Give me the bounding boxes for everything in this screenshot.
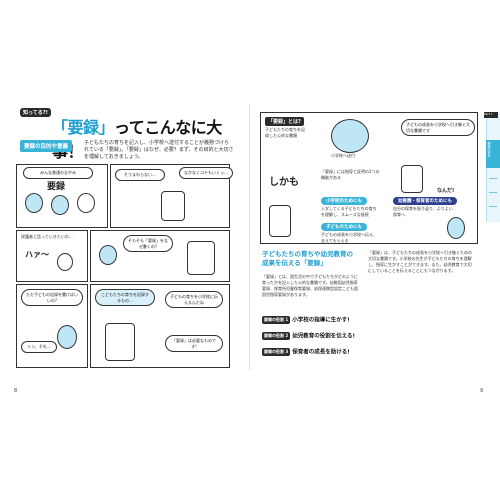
body-text-1: 「要録」とは、園生活の中で子どもたちがどのように育ったかを記入した公的な書類です… [262, 274, 358, 297]
comic-panel-1: みんな普通のなやみ 要録 [16, 164, 108, 228]
comic-panel-3: 保護者と話っていきたいの… ハァ〜 [16, 230, 88, 282]
character-figure [269, 205, 291, 237]
character-figure [401, 165, 423, 193]
eyebrow-tag: 知ってる?! [20, 108, 51, 117]
shikamo-text: しかも [269, 177, 299, 188]
speech-bubble: そうまわらない… [115, 169, 165, 181]
caption-text: 保護者と話っていきたいの… [21, 234, 73, 239]
page-number-right: 9 [480, 388, 484, 394]
tab-divider [489, 178, 497, 179]
tab-part-text: Part 1 [484, 112, 493, 116]
character-figure [331, 119, 369, 153]
tab-selected[interactable]: 要録の基本 [486, 140, 500, 168]
role-tag: 要録の役割 2 [262, 332, 291, 340]
tab-selected-text: 要録の基本 [487, 142, 491, 157]
panel-word: 要録 [47, 182, 66, 192]
character-figure [25, 193, 43, 213]
purpose-pill: 小学校のためにも [321, 197, 367, 205]
left-page: 知ってる?! 「要録」ってこんなに大事！ 要録の目的や意義 子どもたちの育ちを記… [12, 104, 234, 370]
tab-divider [489, 206, 497, 207]
character-figure [77, 193, 95, 213]
sigh-text: ハァ〜 [25, 250, 49, 259]
question-label: 「要録」とは? [265, 117, 304, 126]
banner-bubble: みんな普通のなやみ [23, 167, 93, 179]
right-page: 「要録」とは? 子どもたちの育ちを記録した公的な書類 小学校へ送付 子どもの成長… [258, 104, 478, 370]
character-figure [57, 253, 73, 271]
character-figure [105, 323, 135, 361]
comic-panel-2: そうまわらない… なかなくコドもいくっ… [110, 164, 233, 228]
nanda-text: なんだ! [437, 188, 455, 194]
intro-text: 子どもたちの育ちを記入し、小学校へ送付することが義務づけられている「要録」。「要… [84, 140, 234, 160]
character-figure [51, 195, 69, 215]
role-tag: 要録の役割 3 [262, 348, 291, 356]
purpose-pill: 子どものためにも [321, 223, 367, 231]
comic-panel-4: そもそも「要録」をなぜ書くの? [90, 230, 230, 282]
purpose-text: 入学してくる子どもたちの育ちを理解し、スムーズな接続 [321, 206, 377, 217]
character-figure [57, 325, 77, 349]
character-figure [161, 191, 185, 221]
speech-bubble: ただ子どもの記録を書けばいいの? [21, 289, 83, 306]
page-title: 「要録」ってこんなに大事！ [52, 114, 232, 162]
role-text: 小学校の指導に生かす! [292, 317, 350, 324]
speech-bubble: 「要録」は必要なものです! [165, 335, 223, 352]
character-figure [187, 241, 215, 275]
book-spine [249, 104, 250, 370]
purpose-text: 子どもの成長を小学校へ伝え、支えてもらえる [321, 232, 377, 243]
character-figure [447, 217, 465, 239]
purpose-pill: 幼稚園・保育者のためにも [393, 197, 457, 205]
role-text: 保育者の成長を助ける! [292, 349, 350, 356]
title-keyword: 「要録」 [52, 118, 115, 137]
comic-panel-6: こどもたちの育ちを記録するもの… 子どもの育ちを小学校に伝えるんだね 「要録」は… [90, 284, 230, 368]
speech-bubble: 子どもの育ちを小学校に伝えるんだね [165, 291, 223, 308]
desc-text: 「要録」には指導と証明の2つの機能がある [321, 169, 380, 180]
question-text: 子どもたちの育ちを記録した公的な書類 [265, 127, 305, 138]
comic-panel-5: ただ子どもの記録を書けばいいの? ミン、それ… [16, 284, 88, 368]
section-heading: 子どもたちの育ちや幼児教育の成果を伝える「要録」 [262, 250, 353, 267]
speech-bubble: なかなくコドもいくっ… [179, 167, 233, 179]
comic-panel-top: 「要録」とは? 子どもたちの育ちを記録した公的な書類 小学校へ送付 子どもの成長… [260, 112, 478, 244]
role-tag: 要録の役割 1 [262, 316, 291, 324]
tab-part-label: Part 1 [484, 112, 498, 118]
desc-bubble: 子どもの成長を小学校へ引き継ぐ大切な書類です [401, 119, 475, 136]
character-figure [99, 245, 117, 265]
speech-bubble: そもそも「要録」をなぜ書くの? [123, 235, 173, 252]
purpose-text: 自分の保育を振り返り、よりよい保育へ [393, 206, 453, 217]
body-text-2: 「要録」は、子どもたちの成長を小学校へ引き継ぐための大切な書類です。小学校の先生… [368, 250, 472, 273]
role-text: 幼児教育の役割を伝える! [292, 333, 356, 340]
speech-bubble: こどもたちの育ちを記録するもの… [95, 289, 155, 306]
send-note: 小学校へ送付 [331, 153, 355, 158]
subtitle-badge: 要録の目的や意義 [20, 140, 73, 152]
speech-bubble: ミン、それ… [21, 341, 57, 353]
page-number-left: 8 [14, 388, 18, 394]
tab-divider [489, 192, 497, 193]
